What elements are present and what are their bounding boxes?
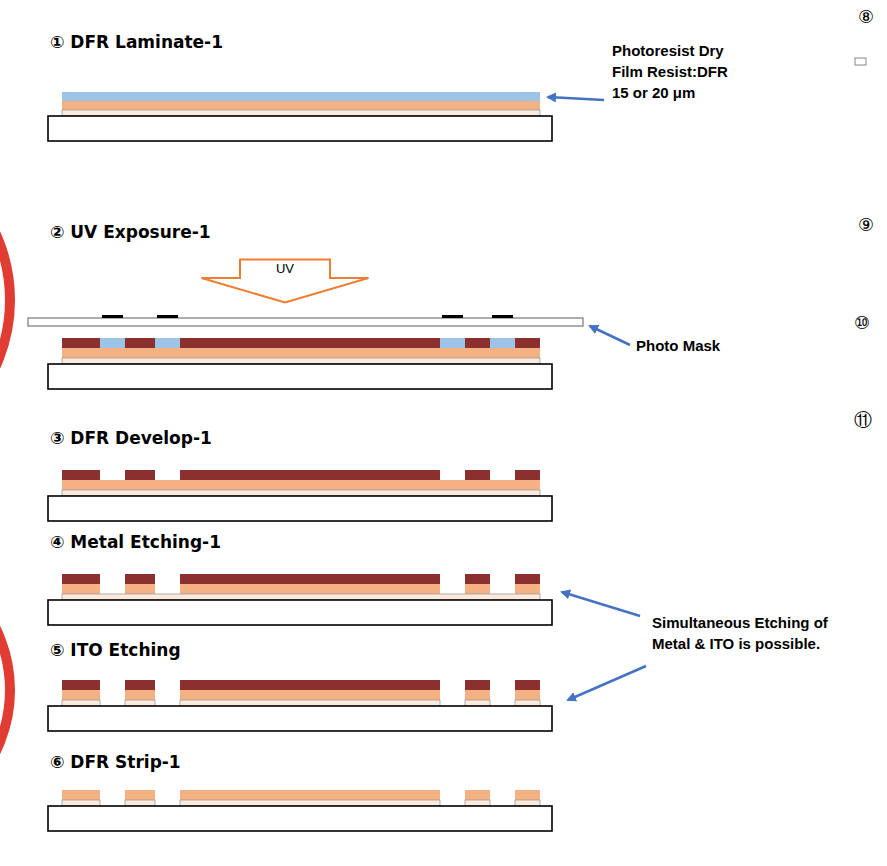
glass-substrate [48, 806, 552, 831]
metal-layer [515, 690, 540, 700]
exposed-resist [62, 338, 100, 348]
exposed-resist [180, 680, 440, 690]
step-title: ③ DFR Develop-1 [50, 428, 212, 448]
arrow-label: UV [200, 260, 370, 278]
ito-layer [125, 700, 155, 706]
exposed-resist [125, 338, 155, 348]
small-box [855, 58, 866, 65]
exposed-resist [180, 574, 440, 584]
metal-layer [62, 348, 540, 358]
exposed-resist [180, 338, 440, 348]
ito-layer [465, 700, 490, 706]
exposed-resist [465, 680, 490, 690]
unexposed-resist [440, 338, 465, 348]
ito-layer [515, 800, 540, 806]
exposed-resist [465, 574, 490, 584]
metal-layer [465, 790, 490, 800]
exposed-resist [515, 574, 540, 584]
metal-layer [465, 690, 490, 700]
step-title: ⑤ ITO Etching [50, 640, 181, 660]
leader-arrow [590, 326, 630, 345]
callout-number: ⑩ [854, 312, 870, 333]
metal-layer [62, 584, 100, 594]
metal-layer [465, 584, 490, 594]
metal-layer [515, 790, 540, 800]
metal-layer [180, 584, 440, 594]
ito-layer [62, 700, 100, 706]
exposed-resist [125, 574, 155, 584]
step-title: ② UV Exposure-1 [50, 222, 211, 242]
metal-layer [62, 790, 100, 800]
glass-substrate [48, 496, 552, 521]
annotation: Photo Mask [636, 335, 720, 356]
ito-layer [465, 800, 490, 806]
mask-pattern [102, 315, 123, 318]
callout-number: ⑪ [854, 408, 872, 432]
leader-arrow [568, 666, 646, 700]
mask-pattern [157, 315, 178, 318]
uv-arrow: UV [200, 258, 370, 304]
ito-layer [125, 800, 155, 806]
ito-layer [62, 358, 540, 364]
metal-layer [180, 790, 440, 800]
glass-substrate [48, 364, 552, 389]
metal-layer [125, 584, 155, 594]
exposed-resist [62, 574, 100, 584]
step-title: ④ Metal Etching-1 [50, 532, 221, 552]
annotation: Photoresist Dry Film Resist:DFR 15 or 20… [612, 40, 734, 103]
ito-layer [180, 700, 440, 706]
glass-substrate [48, 600, 552, 625]
callout-number: ⑧ [858, 6, 874, 27]
exposed-resist [125, 470, 155, 480]
metal-layer [125, 690, 155, 700]
photo-mask [28, 318, 583, 326]
ito-layer [62, 490, 540, 496]
metal-layer [125, 790, 155, 800]
layer-stack [28, 92, 583, 831]
metal-layer [515, 584, 540, 594]
annotation: Simultaneous Etching of Metal & ITO is p… [652, 612, 852, 654]
highlight-circle [0, 140, 10, 460]
mask-pattern [442, 315, 463, 318]
exposed-resist [62, 470, 100, 480]
callout-number: ⑨ [858, 214, 874, 235]
metal-layer [180, 690, 440, 700]
dry-film-resist [62, 92, 540, 101]
glass-substrate [48, 706, 552, 731]
ito-layer [62, 110, 540, 116]
leader-arrow [562, 592, 640, 616]
step-title: ⑥ DFR Strip-1 [50, 752, 181, 772]
ito-layer [180, 800, 440, 806]
unexposed-resist [155, 338, 180, 348]
exposed-resist [125, 680, 155, 690]
leader-arrow [548, 97, 604, 100]
exposed-resist [515, 338, 540, 348]
exposed-resist [62, 680, 100, 690]
exposed-resist [515, 680, 540, 690]
mask-pattern [492, 315, 513, 318]
unexposed-resist [100, 338, 125, 348]
metal-layer [62, 690, 100, 700]
exposed-resist [180, 470, 440, 480]
metal-layer [62, 480, 540, 490]
ito-layer [62, 594, 540, 600]
ito-layer [515, 700, 540, 706]
exposed-resist [465, 338, 490, 348]
ito-layer [62, 800, 100, 806]
metal-layer [62, 101, 540, 110]
exposed-resist [465, 470, 490, 480]
unexposed-resist [490, 338, 515, 348]
highlight-circle [0, 550, 10, 830]
glass-substrate [48, 116, 552, 141]
step-title: ① DFR Laminate-1 [50, 32, 223, 52]
exposed-resist [515, 470, 540, 480]
